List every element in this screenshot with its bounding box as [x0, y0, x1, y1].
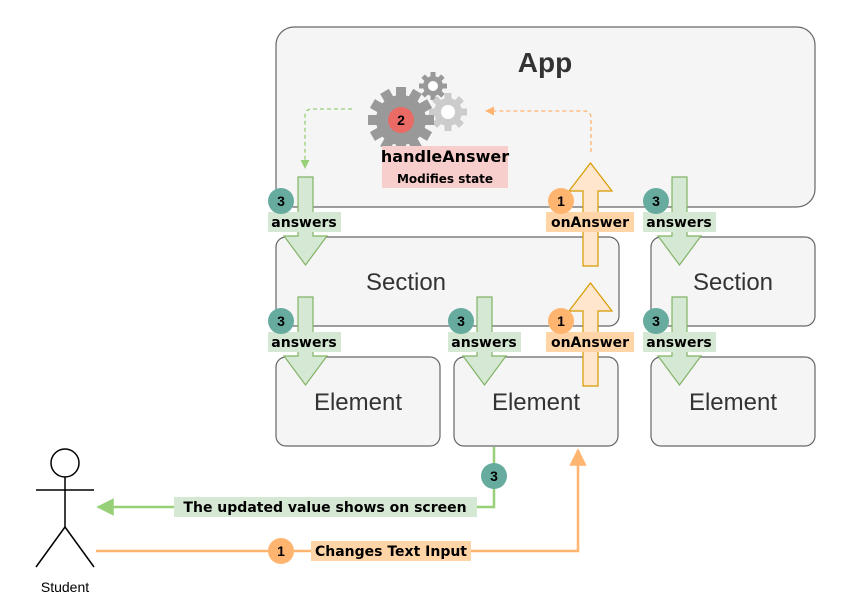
- input-flow-label: Changes Text Input: [315, 544, 467, 560]
- answers-label-4: answers: [451, 335, 516, 351]
- answers-step-badge-1: 3: [268, 188, 294, 214]
- onanswer-step-badge-1: 1: [548, 188, 574, 214]
- element-3-label: Element: [689, 389, 777, 416]
- output-step-badge: 3: [481, 463, 507, 489]
- element-2: Element: [453, 356, 619, 447]
- section-right-label: Section: [693, 269, 773, 296]
- app-title: App: [518, 47, 572, 78]
- element-1: Element: [275, 356, 441, 447]
- svg-text:3: 3: [652, 193, 660, 209]
- element-1-label: Element: [314, 389, 402, 416]
- section-right: Section: [650, 236, 816, 327]
- onanswer-label-2: onAnswer: [551, 335, 629, 351]
- onanswer-label-1: onAnswer: [551, 215, 629, 231]
- svg-text:2: 2: [397, 112, 405, 128]
- state-to-answers-dashed-arrow: [300, 108, 352, 169]
- answers-step-badge-3: 3: [268, 308, 294, 334]
- app-component: App: [275, 26, 816, 208]
- svg-text:3: 3: [457, 313, 465, 329]
- output-flow-label: The updated value shows on screen: [183, 500, 466, 516]
- answers-label-5: answers: [646, 335, 711, 351]
- stick-figure-icon: [35, 448, 95, 568]
- handler-note: Modifies state: [397, 172, 493, 186]
- svg-text:1: 1: [557, 313, 565, 329]
- input-step-badge: 1: [268, 538, 294, 564]
- svg-text:1: 1: [557, 193, 565, 209]
- svg-text:1: 1: [277, 543, 285, 559]
- element-3: Element: [650, 356, 816, 447]
- answers-step-badge-2: 3: [643, 188, 669, 214]
- input-flow-arrow: [96, 448, 587, 553]
- section-left: Section: [275, 236, 620, 327]
- section-left-label: Section: [366, 269, 446, 296]
- answers-step-badge-5: 3: [643, 308, 669, 334]
- handler-step-badge: 2: [388, 107, 414, 133]
- onanswer-to-handler-dashed-arrow: [485, 106, 592, 152]
- answers-step-badge-4: 3: [448, 308, 474, 334]
- svg-text:3: 3: [277, 313, 285, 329]
- svg-text:3: 3: [490, 468, 498, 484]
- answers-label-3: answers: [271, 335, 336, 351]
- answers-label-1: answers: [271, 215, 336, 231]
- svg-text:3: 3: [277, 193, 285, 209]
- svg-text:3: 3: [652, 313, 660, 329]
- onanswer-step-badge-2: 1: [548, 308, 574, 334]
- answers-label-2: answers: [646, 215, 711, 231]
- handler-name: handleAnswer: [381, 147, 509, 166]
- element-2-label: Element: [492, 389, 580, 416]
- student-label: Student: [41, 579, 89, 595]
